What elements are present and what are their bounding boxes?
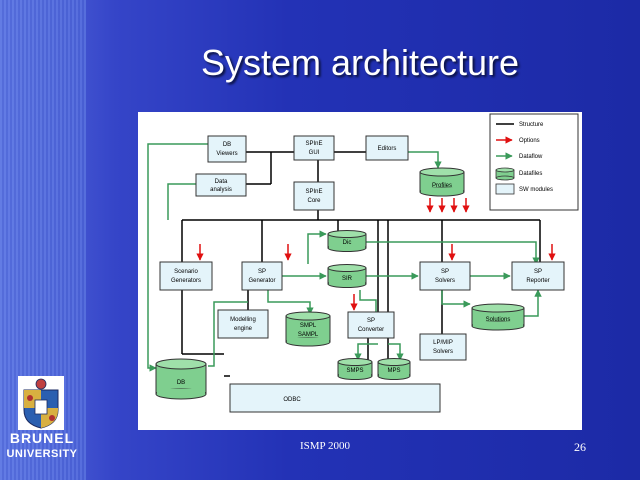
svg-text:SPInE: SPInE xyxy=(305,189,322,195)
node-mps: MPS xyxy=(377,358,411,380)
legend: Structure Options Dataflow Datafiles SW … xyxy=(489,113,579,211)
node-sp-reporter: SP Reporter xyxy=(511,261,565,291)
svg-text:ODBC: ODBC xyxy=(283,397,301,403)
svg-text:Core: Core xyxy=(307,198,321,204)
node-db-viewers: DB Viewers xyxy=(207,135,247,163)
node-sp-generator: SP Generator xyxy=(241,261,283,291)
node-sir: SIR xyxy=(327,264,367,288)
logo-text-brunel: BRUNEL xyxy=(9,430,75,446)
svg-text:MPS: MPS xyxy=(387,368,400,374)
svg-text:Editors: Editors xyxy=(378,146,397,152)
svg-text:Data: Data xyxy=(215,179,228,185)
node-lp-mip-solvers: LP/MIP Solvers xyxy=(419,333,467,361)
node-dic: Dic xyxy=(327,230,367,252)
node-editors: Editors xyxy=(365,135,409,161)
svg-text:DB: DB xyxy=(177,380,185,386)
legend-datafiles-label: Datafiles xyxy=(519,171,542,177)
dataflow-lines xyxy=(147,143,542,372)
svg-text:Solvers: Solvers xyxy=(433,349,453,355)
svg-text:GUI: GUI xyxy=(309,150,320,156)
svg-text:Generators: Generators xyxy=(171,278,201,284)
svg-text:Solvers: Solvers xyxy=(435,278,455,284)
node-spine-core: SPInE Core xyxy=(293,181,335,211)
svg-text:Reporter: Reporter xyxy=(526,278,549,284)
legend-sw-modules-swatch xyxy=(495,183,515,195)
svg-text:SIR: SIR xyxy=(342,276,353,282)
crest-icon xyxy=(18,376,64,430)
svg-text:SAMPL: SAMPL xyxy=(298,332,319,338)
svg-text:SP: SP xyxy=(441,269,449,275)
node-odbc: ODBC xyxy=(229,383,441,413)
svg-text:SP: SP xyxy=(367,318,375,324)
node-modelling-engine: Modelling engine xyxy=(217,309,269,339)
node-db: DB xyxy=(155,358,207,400)
node-data-analysis: Data analysis xyxy=(195,173,247,197)
svg-text:Modelling: Modelling xyxy=(230,317,256,323)
svg-text:DB: DB xyxy=(223,142,231,148)
svg-text:Dic: Dic xyxy=(343,240,352,246)
svg-text:SP: SP xyxy=(258,269,266,275)
legend-sw-modules-label: SW modules xyxy=(519,187,553,193)
brunel-university-logo: BRUNEL UNIVERSITY xyxy=(6,372,78,472)
svg-text:LP/MIP: LP/MIP xyxy=(433,340,453,346)
svg-text:Generator: Generator xyxy=(248,278,275,284)
node-spine-gui: SPInE GUI xyxy=(293,135,335,161)
node-smpl: SMPL SAMPL xyxy=(285,311,331,347)
logo-text-university: UNIVERSITY xyxy=(6,448,78,460)
legend-datafiles-swatch xyxy=(495,167,515,181)
diagram-svg: DB Viewers SPInE GUI Editors Data analys… xyxy=(147,113,579,413)
page-number: 26 xyxy=(574,440,586,454)
options-arrows xyxy=(196,198,556,311)
svg-text:Profiles: Profiles xyxy=(432,183,452,189)
svg-text:SMPL: SMPL xyxy=(300,323,317,329)
legend-structure-label: Structure xyxy=(519,122,544,128)
svg-text:engine: engine xyxy=(234,326,253,332)
svg-text:Solutions: Solutions xyxy=(486,317,511,323)
architecture-diagram: DB Viewers SPInE GUI Editors Data analys… xyxy=(138,112,582,430)
svg-text:SPInE: SPInE xyxy=(305,141,322,147)
legend-dataflow-label: Dataflow xyxy=(519,154,543,160)
node-sp-converter: SP Converter xyxy=(347,311,395,339)
svg-text:Scenario: Scenario xyxy=(174,269,198,275)
footer-text: ISMP 2000 xyxy=(299,440,351,452)
node-smps: SMPS xyxy=(337,358,373,380)
svg-text:analysis: analysis xyxy=(210,187,232,193)
legend-options-label: Options xyxy=(519,138,540,144)
node-solutions: Solutions xyxy=(471,303,525,331)
node-sp-solvers: SP Solvers xyxy=(419,261,471,291)
svg-text:SP: SP xyxy=(534,269,542,275)
node-scenario-generators: Scenario Generators xyxy=(159,261,213,291)
node-profiles: Profiles xyxy=(419,167,465,197)
svg-text:Viewers: Viewers xyxy=(216,151,237,157)
svg-text:Converter: Converter xyxy=(358,327,384,333)
slide-title: System architecture xyxy=(200,42,520,83)
svg-text:SMPS: SMPS xyxy=(346,368,363,374)
